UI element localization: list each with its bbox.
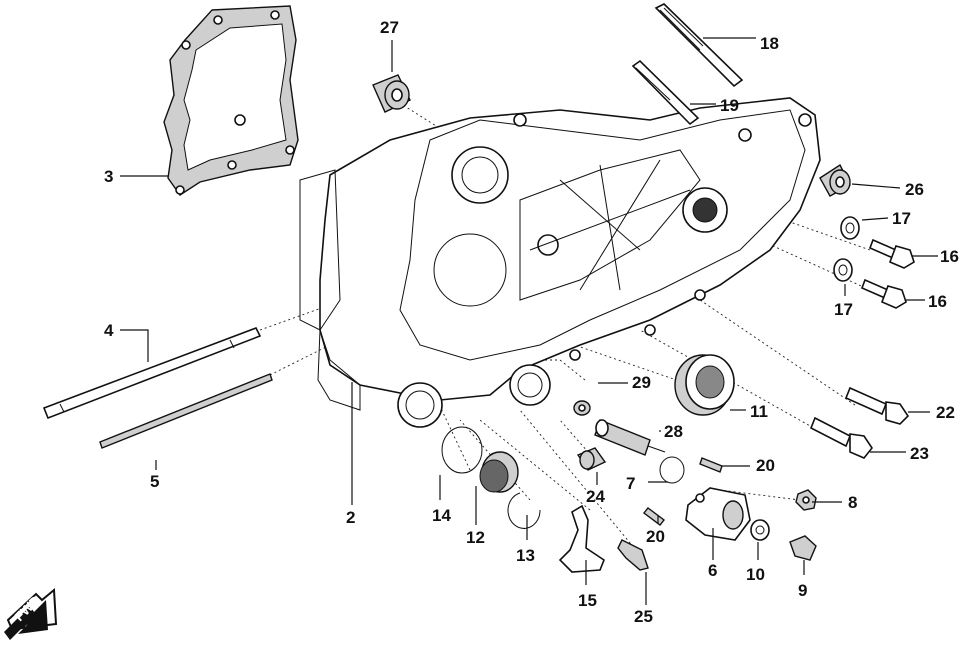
callout-2: 2 xyxy=(346,508,355,527)
shaft-part-28 xyxy=(594,419,666,456)
gasket-part-3 xyxy=(163,5,299,196)
bushing-part-27 xyxy=(372,74,411,113)
callout-27: 27 xyxy=(380,18,399,37)
stud-part-19 xyxy=(631,59,700,126)
plug-part-12 xyxy=(479,451,519,493)
callout-8: 8 xyxy=(848,493,857,512)
callout-17-lower: 17 xyxy=(834,300,853,319)
bushing-part-24 xyxy=(576,447,607,471)
callout-7: 7 xyxy=(626,474,635,493)
callout-22: 22 xyxy=(936,403,955,422)
callout-23: 23 xyxy=(910,444,929,463)
washer-part-10 xyxy=(750,519,770,541)
bolt-part-9 xyxy=(789,535,817,561)
fwd-direction-badge: FWD xyxy=(4,587,58,640)
assembly-dotted-lines xyxy=(259,99,871,556)
callout-16-lower: 16 xyxy=(928,292,947,311)
stud-part-4 xyxy=(42,326,262,420)
bolt-part-23 xyxy=(809,416,873,459)
stud-part-18 xyxy=(654,3,744,88)
o-ring-part-14 xyxy=(441,426,483,474)
nut-part-8 xyxy=(795,489,817,511)
callout-5: 5 xyxy=(150,472,159,491)
washer-part-29 xyxy=(573,400,591,416)
oil-seal-part-11 xyxy=(674,354,735,416)
callout-18: 18 xyxy=(760,34,779,53)
callout-29: 29 xyxy=(632,373,651,392)
bolt-part-16-upper xyxy=(868,238,915,269)
callout-11: 11 xyxy=(750,402,768,421)
callout-26: 26 xyxy=(905,180,924,199)
callout-labels: 3 27 18 19 26 17 16 17 16 4 5 2 29 11 28… xyxy=(104,18,959,626)
callout-12: 12 xyxy=(466,528,485,547)
callout-17-upper: 17 xyxy=(892,209,911,228)
callout-24: 24 xyxy=(586,487,605,506)
callout-10: 10 xyxy=(746,565,765,584)
callout-14: 14 xyxy=(432,506,451,525)
o-ring-part-7 xyxy=(659,456,685,484)
callout-28: 28 xyxy=(664,422,683,441)
bolt-part-16-lower xyxy=(860,278,907,309)
callout-20-lower: 20 xyxy=(646,527,665,546)
washer-part-17-upper xyxy=(840,216,860,240)
crankcase-part-2 xyxy=(299,97,821,428)
callout-6: 6 xyxy=(708,561,717,580)
callout-16-upper: 16 xyxy=(940,247,959,266)
pin-part-25 xyxy=(617,539,649,571)
callout-19: 19 xyxy=(720,96,739,115)
housing-part-6 xyxy=(685,487,751,541)
pin-part-20-lower xyxy=(643,507,665,526)
callout-3: 3 xyxy=(104,167,113,186)
callout-15: 15 xyxy=(578,591,597,610)
pin-part-20-upper xyxy=(699,457,723,473)
callout-20-upper: 20 xyxy=(756,456,775,475)
bushing-part-26 xyxy=(819,163,851,197)
callout-4: 4 xyxy=(104,321,114,340)
callout-9: 9 xyxy=(798,581,807,600)
bolt-part-22 xyxy=(844,386,910,425)
callout-25: 25 xyxy=(634,607,653,626)
circlip-part-13 xyxy=(507,492,541,529)
stud-part-5 xyxy=(99,373,273,449)
fwd-arrow-icon xyxy=(4,600,48,640)
callout-leader-lines xyxy=(120,37,938,605)
bracket-part-15 xyxy=(558,504,605,573)
callout-13: 13 xyxy=(516,546,535,565)
washer-part-17-lower xyxy=(833,258,853,282)
